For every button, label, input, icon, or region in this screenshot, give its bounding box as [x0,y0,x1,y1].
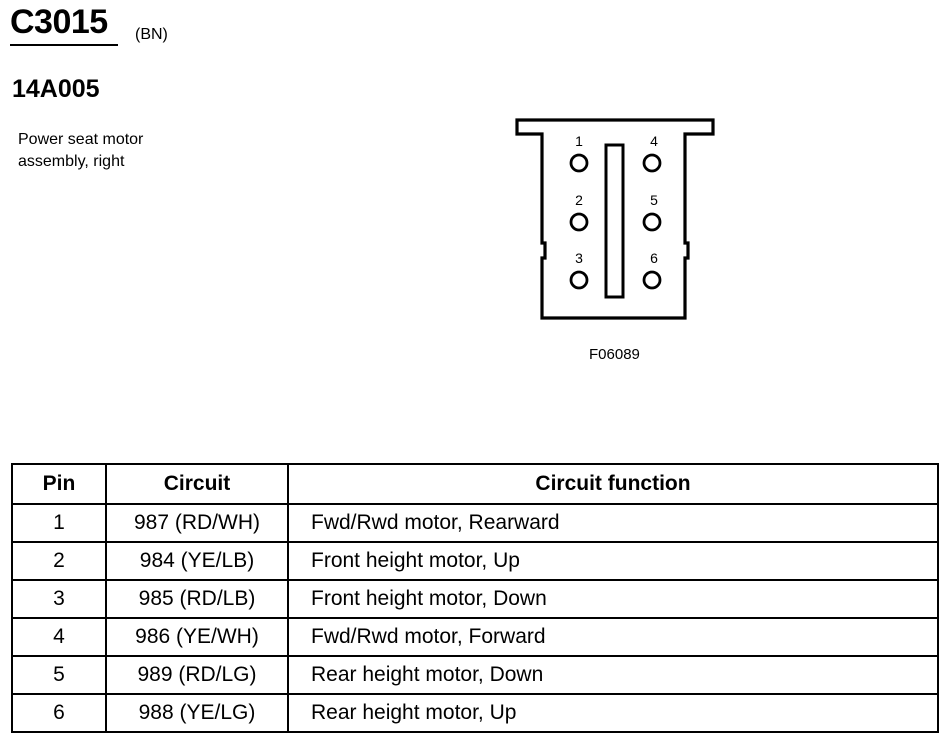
description-line-1: Power seat motor [18,131,144,148]
cell-circuit: 989 (RD/LG) [105,655,289,695]
connector-color: (BN) [135,26,168,43]
cell-function: Fwd/Rwd motor, Rearward [287,503,939,543]
figure-id: F06089 [589,346,640,363]
pin-label-5: 5 [650,192,658,208]
component-description: Power seat motor assembly, right [18,129,198,173]
cell-circuit: 985 (RD/LB) [105,579,289,619]
pin-cavity-4 [642,153,662,173]
cell-circuit: 988 (YE/LG) [105,693,289,733]
cell-function: Front height motor, Up [287,541,939,581]
cell-pin: 5 [11,655,107,695]
pin-label-6: 6 [650,250,658,266]
pinout-table: Pin Circuit Circuit function 1 987 (RD/W… [11,463,939,733]
cell-circuit: 987 (RD/WH) [105,503,289,543]
pin-label-4: 4 [650,133,658,149]
pin-cavity-1 [569,153,589,173]
cell-pin: 1 [11,503,107,543]
cell-circuit: 984 (YE/LB) [105,541,289,581]
table-row: 5 989 (RD/LG) Rear height motor, Down [11,655,939,695]
header-circuit: Circuit [105,463,289,505]
header-circuit-function: Circuit function [287,463,939,505]
pin-label-2: 2 [575,192,583,208]
cell-pin: 4 [11,617,107,657]
pin-cavity-2 [569,212,589,232]
cell-pin: 3 [11,579,107,619]
pin-label-3: 3 [575,250,583,266]
cell-pin: 2 [11,541,107,581]
pin-cavity-3 [569,270,589,290]
connector-outline [515,118,715,320]
table-row: 2 984 (YE/LB) Front height motor, Up [11,541,939,581]
pin-cavity-6 [642,270,662,290]
pin-label-1: 1 [575,133,583,149]
cell-pin: 6 [11,693,107,733]
table-row: 3 985 (RD/LB) Front height motor, Down [11,579,939,619]
cell-circuit: 986 (YE/WH) [105,617,289,657]
part-number: 14A005 [12,75,100,103]
header-pin: Pin [11,463,107,505]
pin-cavity-5 [642,212,662,232]
connector-face-diagram: 1 2 3 4 5 6 [515,118,715,320]
table-row: 4 986 (YE/WH) Fwd/Rwd motor, Forward [11,617,939,657]
description-line-2: assembly, right [18,153,125,170]
cell-function: Rear height motor, Down [287,655,939,695]
table-row: 6 988 (YE/LG) Rear height motor, Up [11,693,939,733]
cell-function: Front height motor, Down [287,579,939,619]
table-row: 1 987 (RD/WH) Fwd/Rwd motor, Rearward [11,503,939,543]
table-header-row: Pin Circuit Circuit function [11,463,939,505]
connector-id: C3015 [10,3,108,41]
connector-key [604,143,625,299]
cell-function: Fwd/Rwd motor, Forward [287,617,939,657]
cell-function: Rear height motor, Up [287,693,939,733]
title-underline [10,44,118,46]
